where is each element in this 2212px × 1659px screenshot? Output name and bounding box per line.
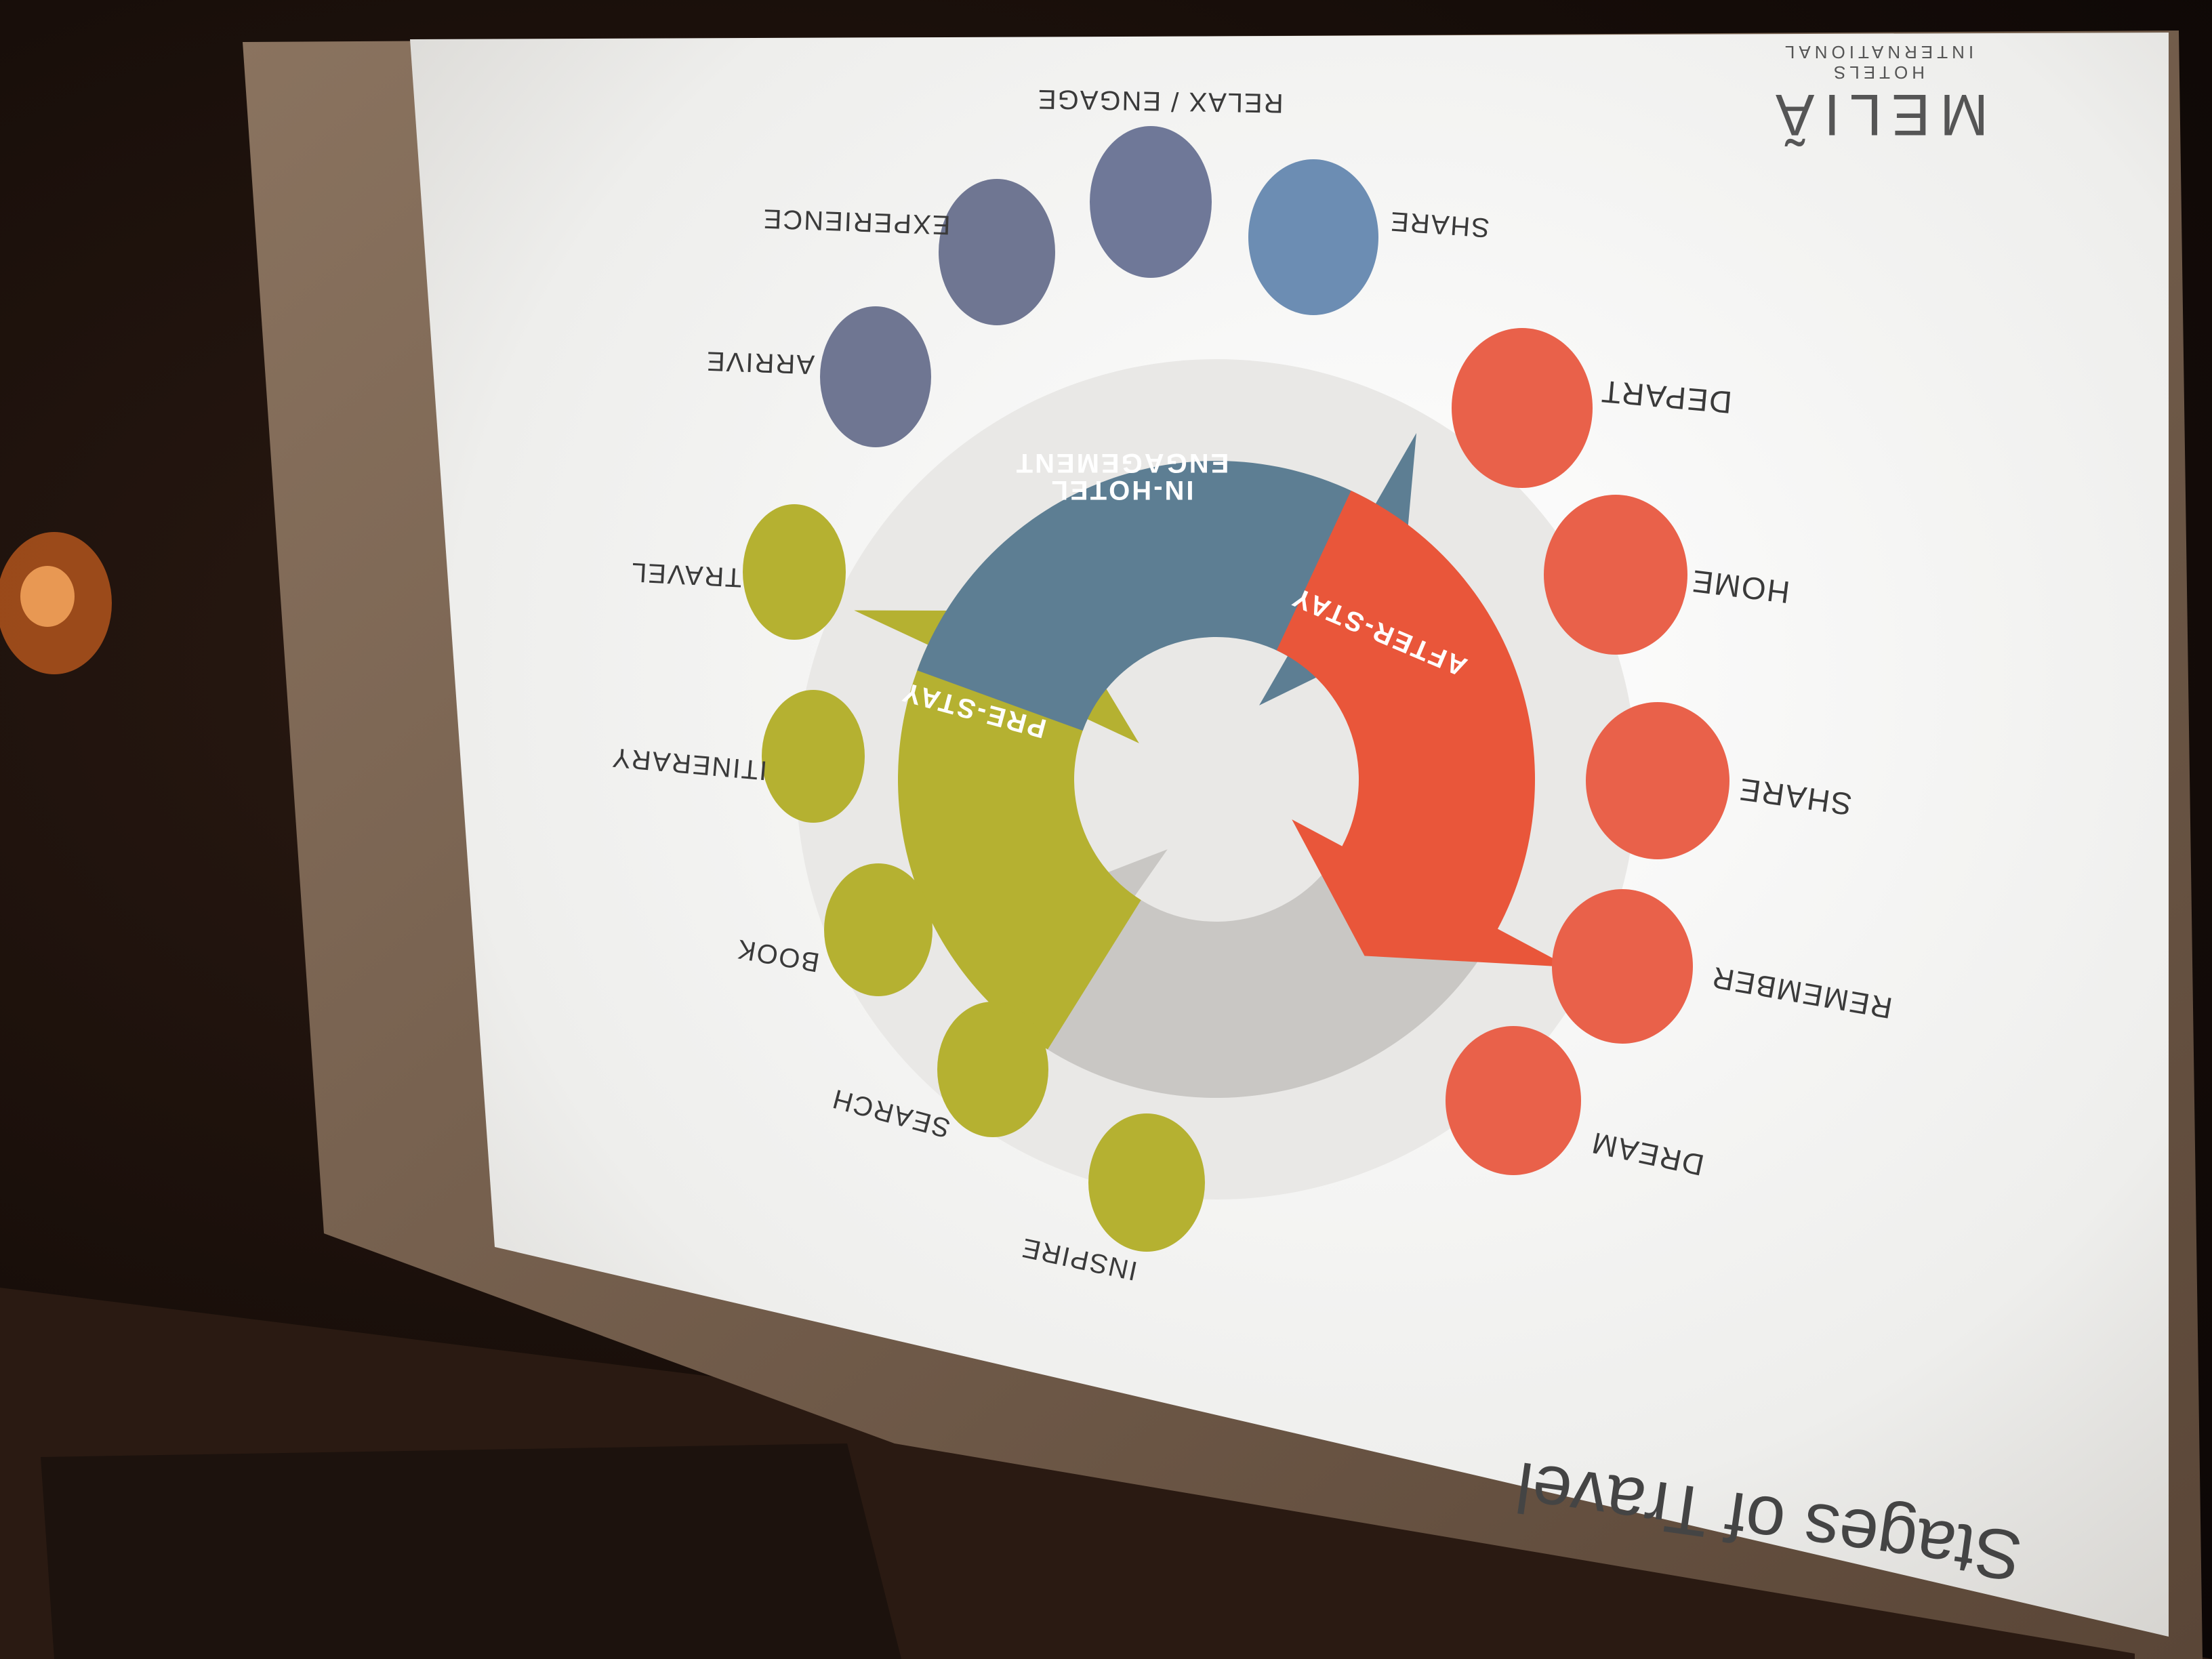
- step-label-travel: TRAVEL: [630, 557, 743, 593]
- step-circle-share-2: [1586, 702, 1729, 859]
- step-circle-travel: [743, 504, 846, 640]
- arrow-after-stay: [1276, 491, 1570, 967]
- step-circles: [743, 126, 1729, 1252]
- step-circle-experience: [939, 179, 1055, 325]
- projector-case: [41, 1443, 901, 1659]
- step-circle-relax-engage: [1090, 126, 1212, 278]
- step-label-share-1: SHARE: [1389, 206, 1491, 243]
- step-label-experience: EXPERIENCE: [762, 203, 951, 240]
- step-circle-depart: [1452, 328, 1593, 488]
- step-circle-search: [937, 1002, 1048, 1137]
- brand-logo: MELIÃ HOTELS INTERNATIONAL: [1766, 42, 1988, 147]
- step-circle-inspire: [1088, 1113, 1205, 1252]
- brand-sub2: INTERNATIONAL: [1781, 42, 1973, 62]
- stage-label-in-hotel-2: ENGAGEMENT: [1015, 448, 1229, 478]
- step-circle-book: [824, 863, 933, 996]
- step-label-arrive: ARRIVE: [705, 346, 815, 380]
- step-circle-arrive: [820, 306, 931, 447]
- stage-label-in-hotel-1: IN-HOTEL: [1050, 475, 1194, 505]
- step-circle-share-1: [1248, 159, 1378, 315]
- step-circle-home: [1544, 495, 1687, 655]
- brand-sub1: HOTELS: [1830, 62, 1925, 83]
- step-circle-dream: [1446, 1026, 1581, 1175]
- cycle-arrows: [854, 433, 1570, 1107]
- lamp-core: [20, 566, 75, 627]
- step-circle-itinerary: [762, 690, 865, 823]
- step-circle-remember: [1552, 889, 1693, 1044]
- brand-name: MELIÃ: [1766, 82, 1988, 147]
- step-label-relax-engage: RELAX / ENGAGE: [1037, 84, 1284, 118]
